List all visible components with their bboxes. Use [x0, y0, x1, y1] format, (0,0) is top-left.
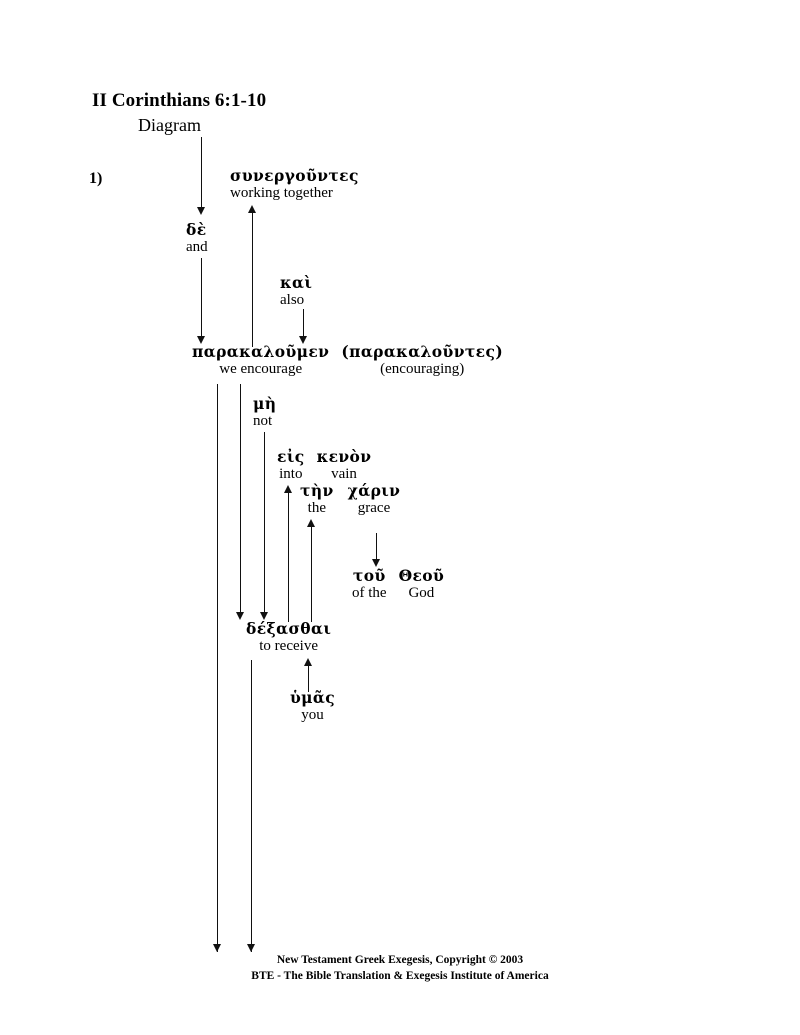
connector-line-ten-charin	[311, 526, 312, 622]
word-tou: τοῦ of the	[352, 566, 387, 602]
connector-line-de-top	[201, 137, 202, 209]
greek-me: μὴ	[253, 394, 277, 413]
footer-copyright-line: New Testament Greek Exegesis, Copyright …	[276, 954, 524, 966]
gloss-we-encourage: we encourage	[219, 360, 303, 377]
arrow-up-to-sunergountes	[248, 205, 256, 213]
arrow-down-to-de	[197, 207, 205, 215]
arrow-up-to-dexasthai-humas	[304, 658, 312, 666]
word-group-eis-kenon: εἰς into κενὸν vain	[277, 447, 372, 483]
gloss-to-receive: to receive	[259, 637, 318, 654]
connector-line-charin-to-tou-theou	[376, 533, 377, 561]
gloss-vain: vain	[331, 465, 357, 482]
connector-line-sunergountes	[252, 212, 253, 347]
connector-line-me-to-dexasthai	[264, 432, 265, 614]
connector-line-humas	[308, 664, 309, 692]
greek-tou: τοῦ	[352, 566, 386, 585]
arrow-down-to-parakaloumen-left	[197, 336, 205, 344]
arrow-down-bottom-right	[247, 944, 255, 952]
word-me: μὴ not	[253, 394, 277, 430]
footer-institute-line: BTE - The Bible Translation & Exegesis I…	[251, 969, 549, 982]
page-title: II Corinthians 6:1-10	[92, 90, 267, 111]
word-kai: καὶ also	[280, 273, 313, 309]
connector-line-eis-kenon	[288, 492, 289, 622]
greek-kai: καὶ	[280, 273, 313, 292]
gloss-into: into	[279, 465, 303, 482]
greek-kenon: κενὸν	[316, 447, 372, 466]
word-parakalountes: (παρακαλοῦντες) (encouraging)	[341, 342, 504, 378]
greek-theou: Θεοῦ	[398, 566, 445, 585]
word-ten: τὴν the	[300, 481, 334, 517]
arrow-up-to-eis-kenon	[284, 485, 292, 493]
gloss-god: God	[408, 584, 435, 601]
word-parakaloumen: παρακαλοῦμεν we encourage	[192, 342, 330, 378]
greek-ten: τὴν	[300, 481, 334, 500]
word-de: δὲ and	[186, 220, 208, 256]
arrow-down-to-tou-theou	[372, 559, 380, 567]
arrow-down-to-dexasthai-me	[260, 612, 268, 620]
page-subtitle: Diagram	[138, 115, 201, 135]
arrow-up-to-ten-charin	[307, 519, 315, 527]
gloss-also: also	[280, 291, 305, 308]
word-sunergountes: συνεργοῦντες working together	[230, 166, 359, 202]
word-kenon: κενὸν vain	[316, 447, 372, 483]
arrow-down-bottom-left	[213, 944, 221, 952]
item-number-label: 1)	[89, 170, 103, 187]
greek-parakaloumen: παρακαλοῦμεν	[192, 342, 330, 361]
gloss-and: and	[186, 238, 208, 255]
gloss-encouraging: (encouraging)	[380, 360, 465, 377]
word-humas: ὑμᾶς you	[290, 688, 336, 724]
connector-line-de-to-parakaloumen	[201, 258, 202, 338]
greek-de: δὲ	[186, 220, 207, 239]
gloss-you: you	[301, 706, 324, 723]
connector-line-kai	[303, 309, 304, 338]
arrow-down-to-dexasthai	[236, 612, 244, 620]
greek-eis: εἰς	[277, 447, 305, 466]
gloss-working-together: working together	[230, 184, 333, 201]
gloss-grace: grace	[357, 499, 391, 516]
word-group-ten-charin: τὴν the χάριν grace	[300, 481, 401, 517]
word-eis: εἰς into	[277, 447, 305, 483]
word-dexasthai: δέξασθαι to receive	[246, 619, 332, 655]
greek-humas: ὑμᾶς	[290, 688, 336, 707]
gloss-not: not	[253, 412, 273, 429]
word-theou: Θεοῦ God	[398, 566, 445, 602]
page-footer: New Testament Greek Exegesis, Copyright …	[0, 953, 800, 984]
greek-parakalountes: (παρακαλοῦντες)	[341, 342, 504, 361]
word-group-tou-theou: τοῦ of the Θεοῦ God	[352, 566, 445, 602]
gloss-of-the: of the	[352, 584, 387, 601]
connector-line-long-left	[217, 384, 218, 952]
connector-line-long-right	[251, 660, 252, 952]
connector-line-parakaloumen-to-dexasthai	[240, 384, 241, 614]
greek-dexasthai: δέξασθαι	[246, 619, 332, 638]
word-charin: χάριν grace	[347, 481, 401, 517]
greek-sunergountes: συνεργοῦντες	[230, 166, 359, 185]
gloss-the: the	[307, 499, 326, 516]
word-group-parakaloumen: παρακαλοῦμεν we encourage (παρακαλοῦντες…	[192, 342, 504, 378]
greek-charin: χάριν	[347, 481, 401, 500]
arrow-down-to-parakaloumen-kai	[299, 336, 307, 344]
